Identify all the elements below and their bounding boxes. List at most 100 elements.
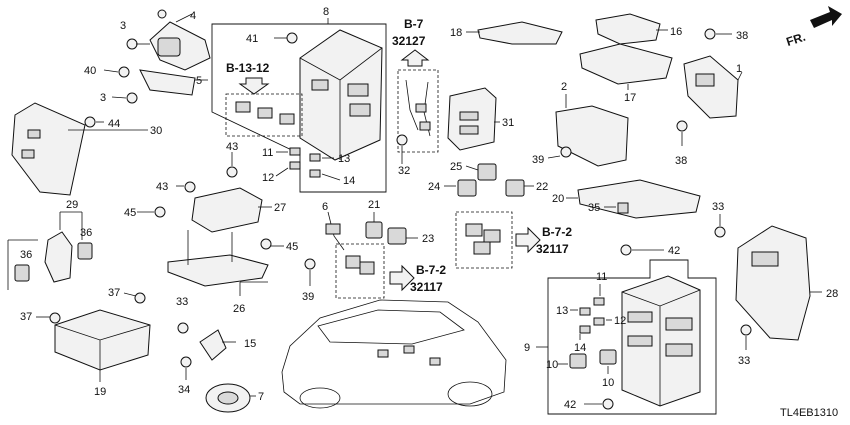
callout-22: 22 [536, 181, 548, 193]
cover-18 [477, 21, 563, 45]
callout-43: 43 [156, 181, 168, 193]
up-arrow [238, 77, 270, 95]
under-dash-fuse-box-8 [299, 29, 383, 161]
connector-29 [44, 231, 73, 283]
callout-29: 29 [66, 199, 78, 211]
bracket-17 [579, 43, 673, 85]
unit-16 [595, 13, 661, 45]
ref-b7-2-number: 32117 [410, 280, 443, 294]
callout-13: 13 [338, 153, 350, 165]
callout-15: 15 [244, 338, 256, 350]
callout-6: 6 [322, 201, 328, 213]
callout-41: 41 [246, 33, 258, 45]
callout-36: 36 [20, 249, 32, 261]
harness-6 [327, 211, 345, 251]
ref-b13-12: B-13-12 [226, 61, 270, 75]
ref-b7-2-number: 32117 [536, 242, 569, 256]
harness-frame [455, 211, 513, 269]
sensor-bracket-assembly [118, 9, 211, 104]
callout-42: 42 [564, 399, 576, 411]
fuse-box-group-frame [211, 23, 387, 193]
callout-44: 44 [108, 118, 120, 130]
callout-32: 32 [398, 165, 410, 177]
unit-27 [184, 166, 263, 233]
callout-23: 23 [422, 233, 434, 245]
callout-35: 35 [588, 202, 600, 214]
front-direction-arrow [810, 6, 842, 28]
callout-33: 33 [176, 296, 188, 308]
callout-34: 34 [178, 384, 190, 396]
fuse-box-9-frame [547, 259, 717, 415]
callout-33: 33 [712, 201, 724, 213]
diagram-code: TL4EB1310 [780, 407, 838, 419]
relay-21 [365, 221, 383, 239]
callout-3: 3 [100, 92, 106, 104]
callout-26: 26 [233, 303, 245, 315]
relay-22 [505, 179, 525, 197]
callout-38: 38 [736, 30, 748, 42]
horn-7 [177, 322, 251, 413]
callout-37: 37 [20, 311, 32, 323]
callout-10: 10 [546, 359, 558, 371]
callout-5: 5 [196, 75, 202, 87]
right-arrow [389, 264, 415, 292]
callout-36: 36 [80, 227, 92, 239]
bracket-26 [154, 206, 272, 287]
vehicle-outline [281, 299, 507, 409]
ref-b7-number: 32127 [392, 34, 426, 48]
clip-35 [617, 202, 629, 214]
callout-18: 18 [450, 27, 462, 39]
callout-33: 33 [738, 355, 750, 367]
callout-38: 38 [675, 155, 687, 167]
callout-17: 17 [624, 92, 636, 104]
control-unit-30 [11, 102, 96, 196]
control-module-28 [714, 225, 811, 341]
ref-b7: B-7 [404, 17, 424, 31]
relay-24 [457, 179, 477, 197]
callout-11: 11 [262, 147, 273, 159]
callout-16: 16 [670, 26, 682, 38]
callout-21: 21 [368, 199, 380, 211]
callout-37: 37 [108, 287, 120, 299]
callout-12: 12 [614, 315, 626, 327]
relay-set-frame [225, 93, 303, 137]
callout-45: 45 [286, 241, 298, 253]
callout-4: 4 [190, 10, 196, 22]
callout-45: 45 [124, 207, 136, 219]
relay-23 [387, 227, 407, 245]
fuse-box-9 [621, 275, 701, 407]
callout-39: 39 [532, 154, 544, 166]
callout-42: 42 [668, 245, 680, 257]
callout-19: 19 [94, 386, 106, 398]
callout-12: 12 [262, 172, 274, 184]
front-marker: FR. [785, 30, 808, 49]
callout-1: 1 [736, 63, 742, 75]
right-arrow [515, 226, 541, 254]
callout-8: 8 [323, 6, 329, 18]
callout-20: 20 [552, 193, 564, 205]
harness-frame [335, 243, 385, 299]
sensor-1 [676, 28, 739, 132]
callout-2: 2 [561, 81, 567, 93]
callout-40: 40 [84, 65, 96, 77]
ref-b7-2: B-7-2 [416, 263, 446, 277]
callout-3: 3 [120, 20, 126, 32]
ref-b7-2: B-7-2 [542, 225, 572, 239]
relay-25 [477, 163, 497, 181]
callout-28: 28 [826, 288, 838, 300]
callout-25: 25 [450, 161, 462, 173]
connector-36 [14, 264, 30, 282]
callout-14: 14 [343, 175, 355, 187]
cover-2 [555, 105, 629, 167]
callout-9: 9 [524, 342, 530, 354]
callout-31: 31 [502, 117, 514, 129]
up-arrow [400, 49, 430, 67]
callout-7: 7 [258, 391, 264, 403]
control-unit-19 [49, 292, 151, 371]
callout-39: 39 [302, 291, 314, 303]
callout-30: 30 [150, 125, 162, 137]
callout-13: 13 [556, 305, 568, 317]
callout-43: 43 [226, 141, 238, 153]
callout-11: 11 [596, 271, 607, 283]
